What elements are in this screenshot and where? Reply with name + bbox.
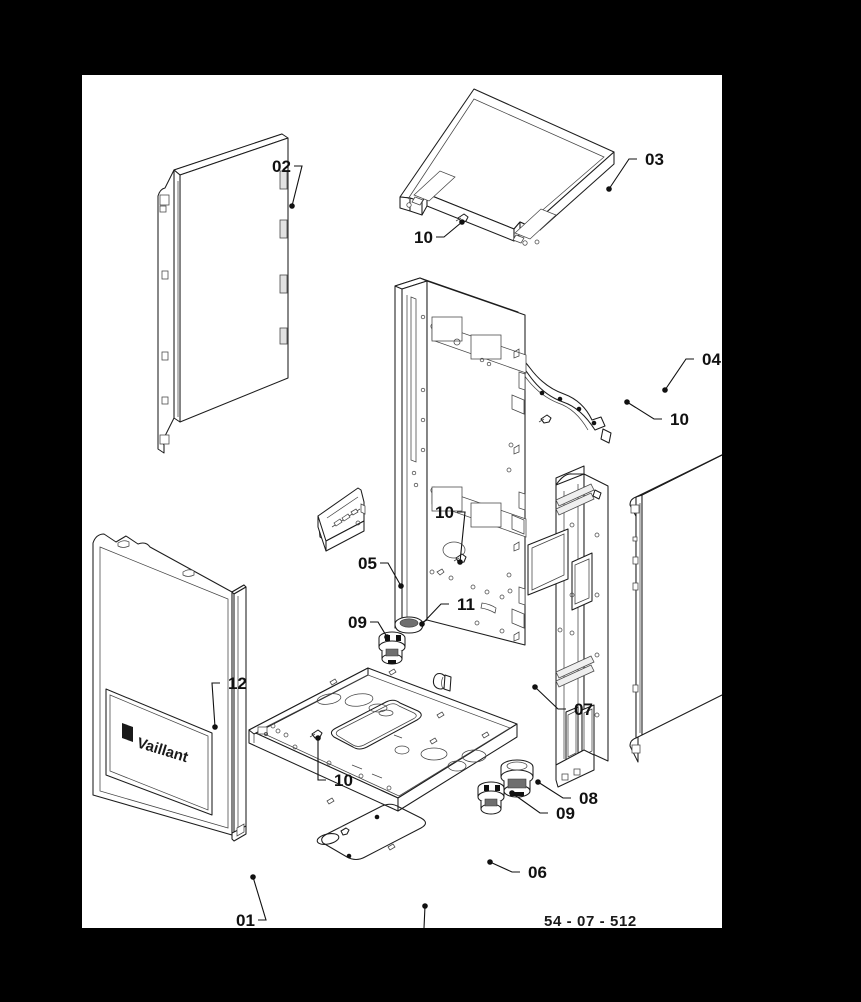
callout-anchor-dot bbox=[662, 387, 668, 393]
callout-anchor-dot bbox=[606, 186, 612, 192]
callout-10-screw: 10 bbox=[414, 219, 465, 247]
callout-12-brand-logo: 12 bbox=[211, 674, 247, 730]
callout-07-clip: 07 bbox=[532, 684, 593, 719]
callout-anchor-dot bbox=[532, 684, 538, 690]
part-clip bbox=[432, 672, 452, 692]
callout-03-top-cover: 03 bbox=[606, 150, 664, 192]
part-gasket-plate bbox=[316, 803, 427, 861]
callout-anchor-dot bbox=[315, 735, 321, 741]
part-backplate bbox=[394, 277, 527, 646]
callout-label: 10 bbox=[670, 410, 689, 429]
callout-anchor-dot bbox=[289, 203, 295, 209]
callout-label: 12 bbox=[228, 674, 247, 693]
part-front-panel: Vaillant bbox=[92, 533, 247, 842]
callout-anchor-dot bbox=[398, 583, 404, 589]
callout-anchor-dot bbox=[422, 903, 428, 909]
callout-label: 04 bbox=[702, 350, 721, 369]
part-top-cover bbox=[399, 88, 615, 246]
callout-05-wedge-bracket: 05 bbox=[358, 554, 404, 589]
callout-label: 05 bbox=[358, 554, 377, 573]
callout-anchor-dot bbox=[459, 219, 465, 225]
callout-anchor-dot bbox=[250, 874, 256, 880]
part-bottom-plate bbox=[248, 667, 518, 812]
callout-label: 08 bbox=[579, 789, 598, 808]
callout-anchor-dot bbox=[419, 621, 425, 627]
callout-10-screw: 10 bbox=[435, 503, 466, 565]
callout-10-screw: 10 bbox=[624, 399, 689, 429]
callout-10-screw: 10 bbox=[315, 735, 353, 790]
callout-01-front-panel: 01 bbox=[236, 874, 267, 928]
callout-label: 10 bbox=[334, 771, 353, 790]
part-screw-bracket-b bbox=[538, 414, 552, 424]
footer-code: 54 - 07 - 512 bbox=[544, 913, 637, 928]
callout-09-connector-small: 09 bbox=[348, 613, 390, 640]
callout-label: 10 bbox=[435, 503, 454, 522]
callout-02-side-panel-left: 02 bbox=[272, 157, 303, 209]
part-wedge-bracket bbox=[317, 487, 366, 552]
callout-anchor-dot bbox=[535, 779, 541, 785]
part-side-panel-left bbox=[157, 133, 289, 454]
part-connector-lower-small bbox=[477, 781, 505, 815]
callout-label: 11 bbox=[457, 595, 475, 614]
callout-anchor-dot bbox=[384, 634, 390, 640]
part-screw-bottom bbox=[338, 825, 350, 836]
callout-anchor-dot bbox=[457, 559, 463, 565]
callout-label: 06 bbox=[528, 863, 547, 882]
callout-label: 07 bbox=[574, 700, 593, 719]
part-connector-upper bbox=[378, 631, 406, 665]
callout-anchor-dot bbox=[212, 724, 218, 730]
part-rail-assembly bbox=[527, 465, 609, 788]
callout-anchor-dot bbox=[487, 859, 493, 865]
callout-anchor-dot bbox=[509, 790, 515, 796]
part-side-panel-right bbox=[629, 454, 722, 763]
exploded-view-drawing: Vaillant 0203100410021005110907121008090… bbox=[92, 88, 722, 928]
callout-11-cap-grommet: 11 bbox=[419, 595, 475, 627]
part-cap-grommet bbox=[394, 616, 424, 634]
callout-label: 03 bbox=[645, 150, 664, 169]
callout-layer: 020310041002100511090712100809060110 bbox=[211, 150, 721, 928]
callout-06-gasket-plate: 06 bbox=[487, 859, 547, 882]
callout-anchor-dot bbox=[624, 399, 630, 405]
callout-08-connector-large: 08 bbox=[535, 779, 598, 808]
callout-04-wave-bracket: 04 bbox=[662, 350, 721, 393]
part-connector-large bbox=[500, 759, 534, 798]
callout-label: 09 bbox=[348, 613, 367, 632]
callout-09-connector-small: 09 bbox=[509, 790, 575, 823]
callout-label: 09 bbox=[556, 804, 575, 823]
callout-label: 01 bbox=[236, 911, 255, 928]
callout-label: 02 bbox=[272, 157, 291, 176]
diagram-page: Vaillant 0203100410021005110907121008090… bbox=[82, 75, 722, 928]
callout-label: 10 bbox=[414, 228, 433, 247]
callout-10-screw: 10 bbox=[422, 903, 428, 928]
